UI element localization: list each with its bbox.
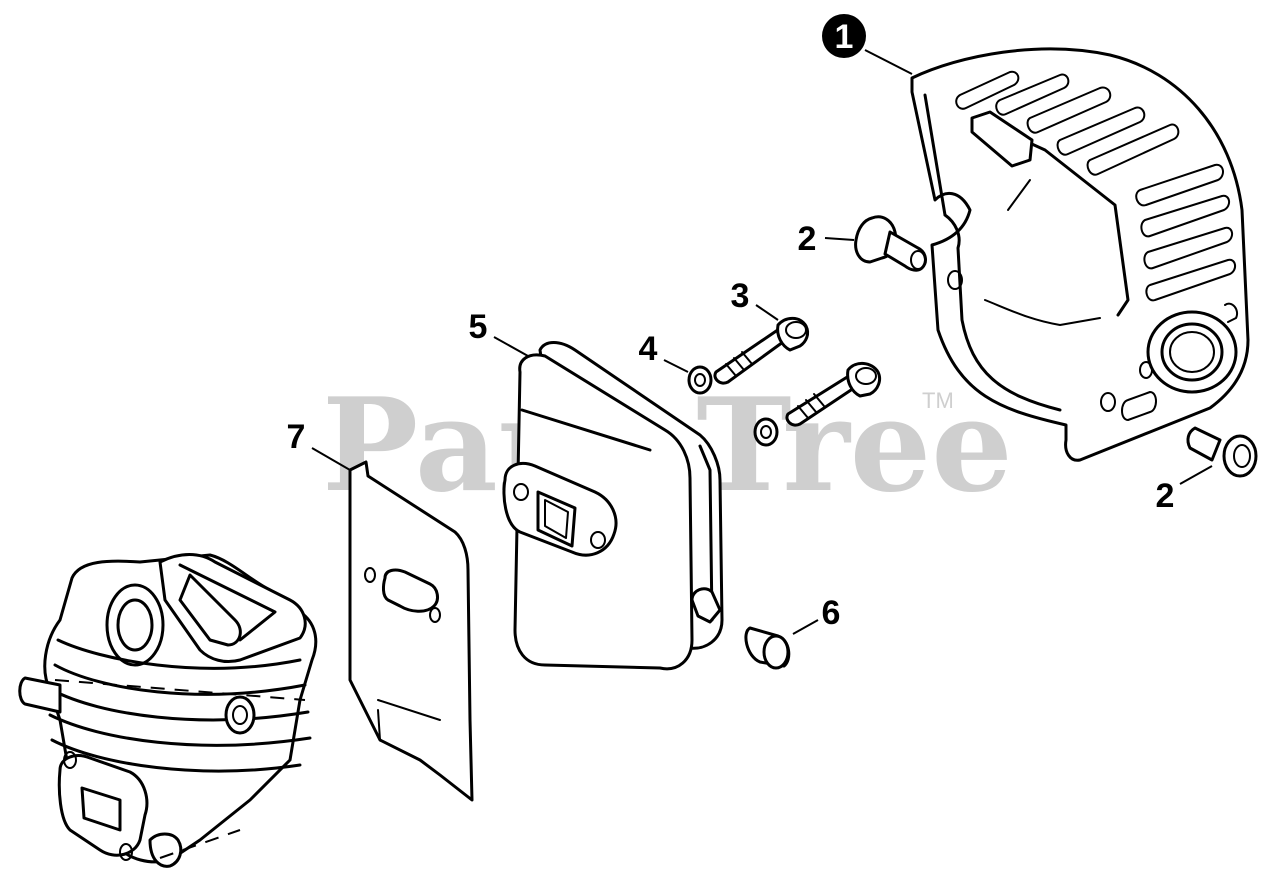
leader-2a	[824, 237, 855, 241]
watermark-trademark: TM	[922, 388, 954, 413]
leader-3	[755, 304, 779, 321]
cylinder-assembly	[18, 553, 318, 868]
callout-6[interactable]: 6	[822, 594, 841, 632]
callout-3[interactable]: 3	[731, 277, 750, 315]
muffler-body-part[interactable]	[502, 341, 724, 671]
leader-4	[663, 359, 689, 373]
bolt-part-2b[interactable]	[1186, 426, 1258, 478]
callout-1[interactable]: 1	[835, 18, 854, 56]
gasket-part-7[interactable]	[348, 460, 474, 802]
callout-4[interactable]: 4	[639, 330, 658, 368]
screw-part-3a[interactable]	[713, 316, 810, 385]
callout-badge-1	[822, 14, 866, 58]
callout-2a[interactable]: 2	[798, 220, 817, 258]
washer-part-4b[interactable]	[753, 417, 779, 447]
bolt-part-2a[interactable]	[854, 215, 927, 272]
leader-1	[864, 49, 913, 75]
muffler-cover-part[interactable]	[910, 47, 1250, 462]
callout-5[interactable]: 5	[469, 308, 488, 346]
callout-7[interactable]: 7	[287, 418, 306, 456]
leader-7	[311, 447, 351, 471]
screw-part-3b[interactable]	[785, 362, 882, 427]
leader-2b	[1179, 465, 1213, 485]
washer-part-4a[interactable]	[687, 365, 713, 395]
leader-6	[792, 619, 819, 635]
callout-2b[interactable]: 2	[1156, 477, 1175, 515]
leader-5	[493, 336, 529, 357]
spacer-part-6[interactable]	[744, 626, 791, 670]
